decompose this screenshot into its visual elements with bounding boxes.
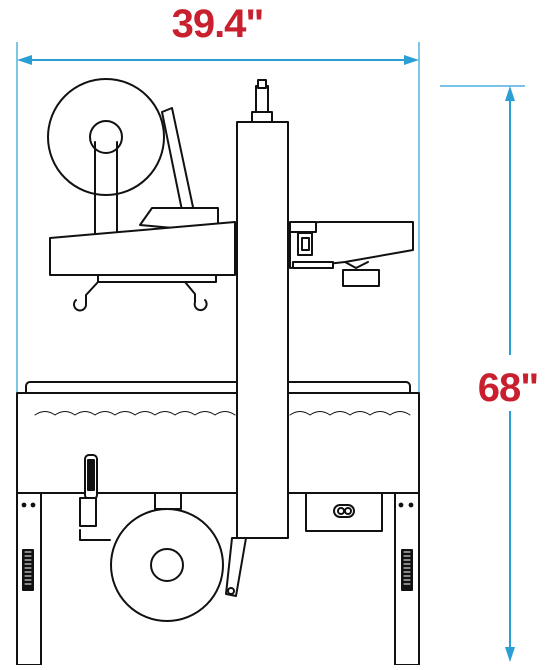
height-dimension <box>440 85 525 662</box>
height-dimension-label: 68" <box>468 366 547 411</box>
flap-folder <box>289 221 414 287</box>
width-arrowhead-right <box>404 55 419 65</box>
control-box <box>305 492 383 532</box>
upper-head <box>49 221 236 312</box>
lower-tape-reel <box>110 492 224 622</box>
center-mast <box>225 79 289 597</box>
width-arrowhead-left <box>17 55 32 65</box>
upper-tape-reel <box>47 78 165 237</box>
control-handle <box>79 454 111 541</box>
conveyor-rollers <box>34 411 411 416</box>
height-arrowhead-top <box>505 86 515 101</box>
height-arrowhead-bottom <box>505 647 515 662</box>
width-dimension <box>16 42 420 405</box>
width-dimension-label: 39.4" <box>171 2 265 46</box>
